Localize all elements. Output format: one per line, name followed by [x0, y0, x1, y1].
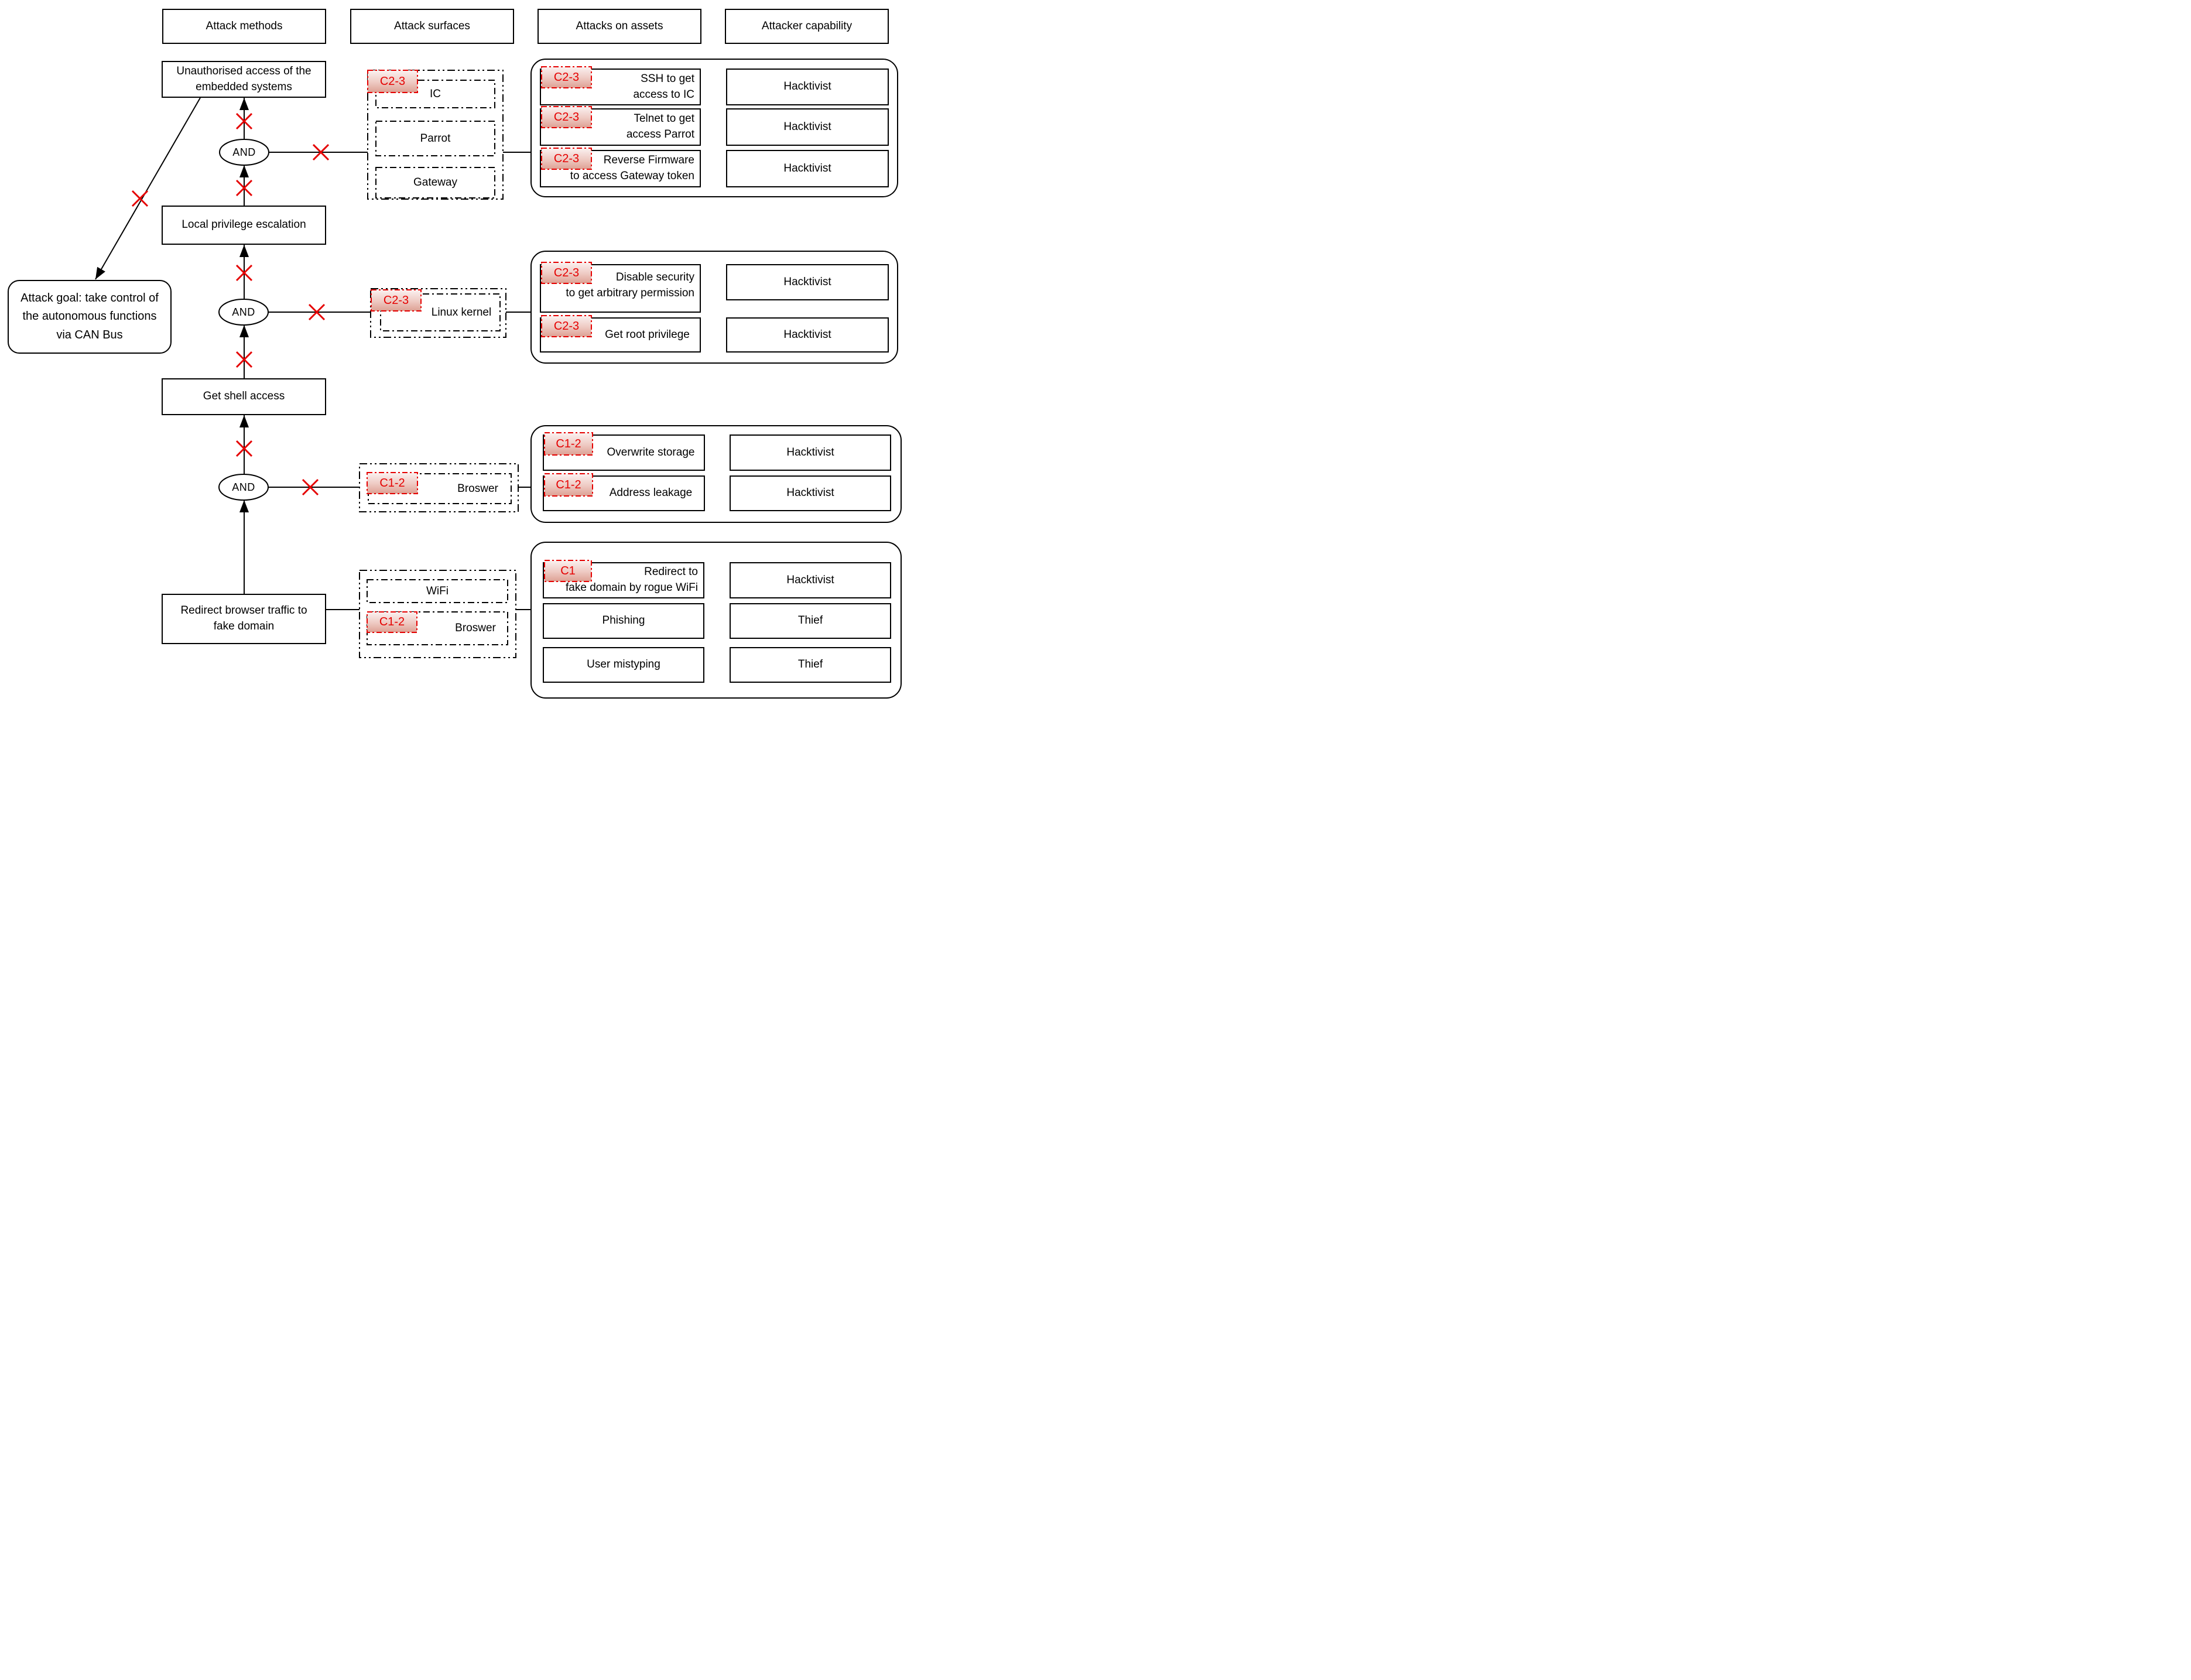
- capability-box-hacktivist: Hacktivist: [726, 150, 889, 187]
- attack-goal-box: Attack goal: take control of the autonom…: [8, 280, 172, 354]
- and-gate-1-label: AND: [232, 146, 256, 158]
- method-box-redirect-browser-traffic: Redirect browser traffic to fake domain: [162, 594, 326, 644]
- header-attacks-on-assets: Attacks on assets: [538, 9, 701, 44]
- asset-attack-phishing: Phishing: [543, 603, 704, 639]
- header-attacker-capability: Attacker capability: [725, 9, 889, 44]
- capability-box-hacktivist: Hacktivist: [730, 562, 891, 598]
- header-attack-surfaces: Attack surfaces: [350, 9, 514, 44]
- asset-attack-overwrite-storage: Overwrite storage: [543, 434, 705, 471]
- and-gate-3-label: AND: [232, 481, 255, 493]
- tag-c2-3: C2-3: [553, 266, 580, 279]
- capability-tag-boxes: [367, 66, 593, 633]
- header-attack-methods: Attack methods: [162, 9, 326, 44]
- method-box-local-privilege-escalation: Local privilege escalation: [162, 206, 326, 245]
- method-box-get-shell-access: Get shell access: [162, 378, 326, 415]
- surface-item-gateway: Gateway: [413, 176, 457, 189]
- x-mark-icons: [131, 112, 330, 496]
- capability-box-hacktivist: Hacktivist: [726, 264, 889, 300]
- dashed-surface-group-boxes: [359, 70, 519, 658]
- surface-item-broswer: Broswer: [457, 482, 498, 495]
- tag-c1-2: C1-2: [556, 437, 581, 450]
- capability-box-thief: Thief: [730, 603, 891, 639]
- method-box-unauthorised-access: Unauthorised access of the embedded syst…: [162, 61, 326, 98]
- tag-c2-3: C2-3: [553, 70, 580, 84]
- tag-c1-2: C1-2: [379, 476, 405, 490]
- tag-c2-3: C2-3: [383, 293, 409, 307]
- tag-c2-3: C2-3: [379, 74, 406, 88]
- attack-tree-diagram: Attack methods Attack surfaces Attacks o…: [0, 0, 913, 700]
- capability-box-hacktivist: Hacktivist: [730, 434, 891, 471]
- surface-item-ic: IC: [430, 87, 441, 100]
- asset-attack-user-mistyping: User mistyping: [543, 647, 704, 683]
- capability-box-hacktivist: Hacktivist: [726, 69, 889, 105]
- and-gate-shapes: [218, 139, 269, 501]
- capability-box-thief: Thief: [730, 647, 891, 683]
- tag-c1: C1: [560, 564, 576, 577]
- capability-box-hacktivist: Hacktivist: [726, 108, 889, 146]
- tag-c2-3: C2-3: [553, 319, 580, 333]
- capability-box-hacktivist: Hacktivist: [730, 475, 891, 511]
- and-gate-2-label: AND: [232, 306, 255, 318]
- diagram-lines-layer: [95, 66, 593, 658]
- surface-item-parrot: Parrot: [420, 132, 451, 145]
- tag-c1-2: C1-2: [556, 478, 581, 491]
- tag-c2-3: C2-3: [553, 152, 580, 165]
- arrowhead-icons: [95, 98, 249, 512]
- surface-item-wifi: WiFi: [426, 584, 449, 597]
- surface-item-linux-kernel: Linux kernel: [431, 306, 492, 319]
- tag-c1-2: C1-2: [379, 615, 405, 628]
- capability-box-hacktivist: Hacktivist: [726, 317, 889, 353]
- surface-item-broswer-2: Broswer: [455, 622, 496, 634]
- tag-c2-3: C2-3: [553, 110, 580, 124]
